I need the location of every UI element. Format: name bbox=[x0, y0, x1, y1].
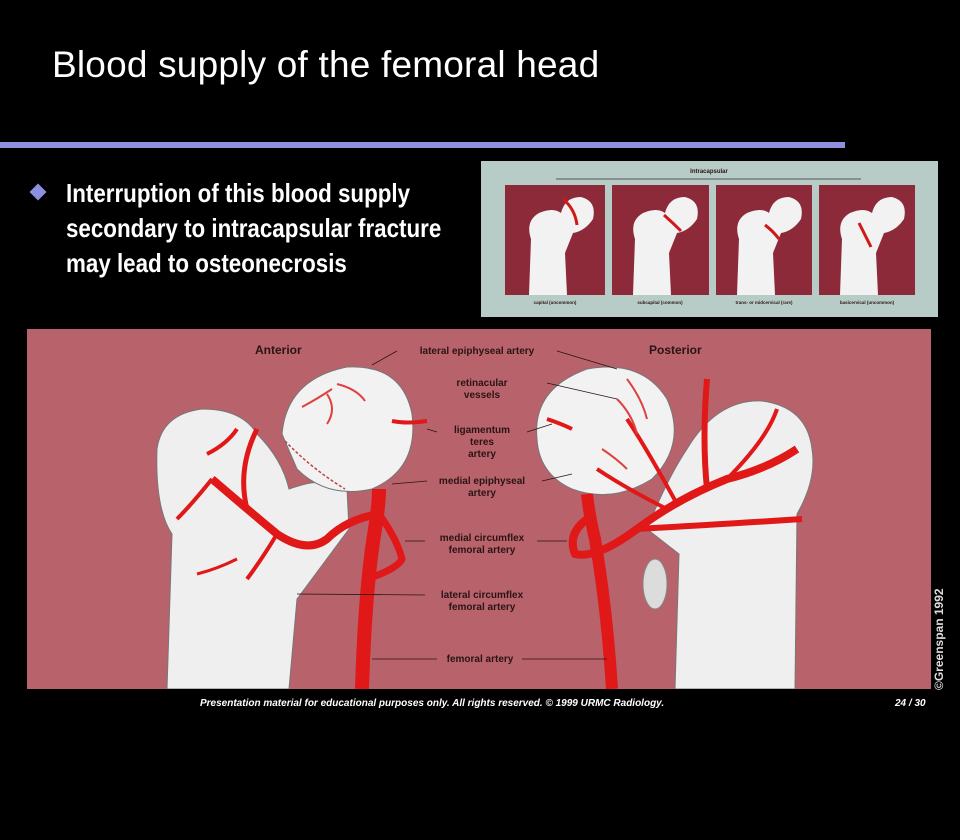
view-label-posterior: Posterior bbox=[649, 343, 702, 357]
label-medial-epiphyseal: artery bbox=[468, 488, 496, 499]
label-medial-circumflex: femoral artery bbox=[449, 545, 516, 556]
label-retinacular: vessels bbox=[464, 390, 501, 401]
label-lateral-circumflex: femoral artery bbox=[449, 602, 516, 613]
label-retinacular: retinacular bbox=[456, 378, 507, 389]
view-label-anterior: Anterior bbox=[255, 343, 302, 357]
slide-title: Blood supply of the femoral head bbox=[52, 44, 600, 85]
label-femoral-artery: femoral artery bbox=[447, 654, 514, 665]
copyright-text: ©Greenspan 1992 bbox=[932, 588, 946, 690]
bullet-text: Interruption of this blood supply second… bbox=[66, 176, 442, 281]
bullet-line: secondary to intracapsular fracture bbox=[66, 213, 442, 243]
title-divider bbox=[0, 142, 845, 148]
fracture-types-figure: Intracapsular capital (uncommon) subcapi… bbox=[481, 161, 938, 317]
label-ligamentum-teres: artery bbox=[468, 449, 496, 460]
leader-lines bbox=[296, 350, 618, 660]
footer-disclaimer: Presentation material for educational pu… bbox=[200, 698, 665, 709]
diamond-bullet-icon bbox=[29, 183, 47, 201]
caption-subcapital: subcapital (common) bbox=[637, 300, 683, 305]
bullet-line: Interruption of this blood supply bbox=[66, 178, 411, 208]
label-lateral-circumflex: lateral circumflex bbox=[441, 590, 524, 601]
label-ligamentum-teres: teres bbox=[470, 437, 494, 448]
posterior-femur-illustration bbox=[536, 366, 814, 689]
label-medial-epiphyseal: medial epiphyseal bbox=[439, 476, 525, 487]
anterior-femur-illustration bbox=[156, 366, 428, 689]
label-medial-circumflex: medial circumflex bbox=[440, 533, 525, 544]
fracture-panel bbox=[716, 185, 812, 295]
page-number: 24 / 30 bbox=[895, 698, 926, 709]
caption-basicervical: basicervical (uncommon) bbox=[840, 300, 895, 305]
label-ligamentum-teres: ligamentum bbox=[454, 425, 510, 436]
bullet-line: may lead to osteonecrosis bbox=[66, 248, 347, 278]
fracture-panel bbox=[505, 185, 605, 295]
figure-header: Intracapsular bbox=[690, 169, 728, 175]
fracture-panel bbox=[819, 185, 915, 295]
label-lateral-epiphyseal: lateral epiphyseal artery bbox=[420, 346, 535, 357]
fracture-panel bbox=[612, 185, 709, 295]
caption-capital: capital (uncommon) bbox=[534, 300, 577, 305]
copyright-credit: ©Greenspan 1992 bbox=[932, 588, 958, 840]
blood-supply-figure: Anterior Posterior lateral epiphyseal ar… bbox=[27, 329, 931, 689]
caption-transcervical: trans- or midcervical (rare) bbox=[735, 300, 793, 305]
